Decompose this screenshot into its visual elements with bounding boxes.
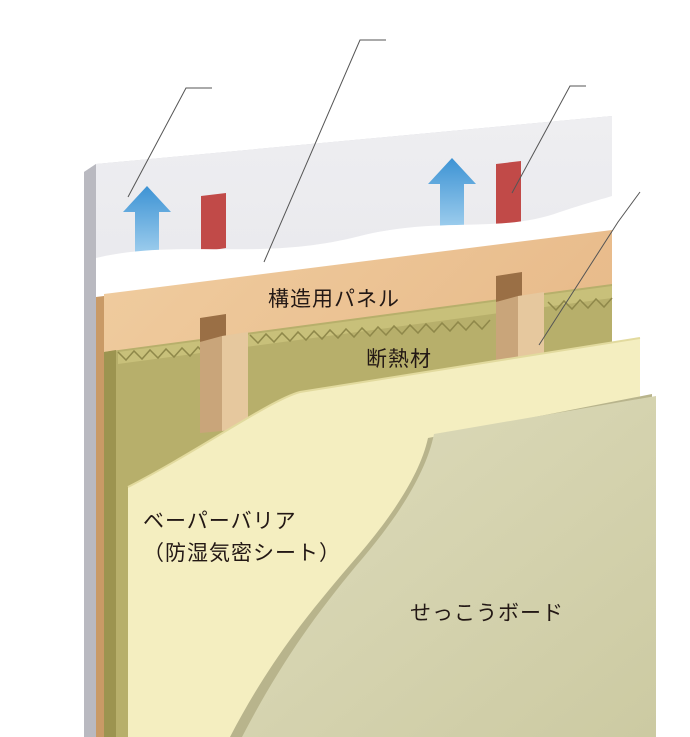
- label-gypsum-board: せっこうボード: [410, 601, 564, 625]
- leader-lines: [127, 39, 641, 346]
- label-structural-panel: 構造用パネル: [268, 287, 400, 311]
- stud: [496, 272, 544, 362]
- gypsum-board: [230, 394, 656, 737]
- air-flow-arrow: [123, 186, 171, 262]
- stud: [200, 314, 248, 433]
- label-vapor-barrier-line1: ベーパーバリア: [143, 509, 297, 533]
- label-insulation: 断熱材: [366, 347, 432, 371]
- red-vent-bar: [496, 161, 521, 228]
- label-vapor-barrier-line2: （防湿気密シート）: [143, 541, 341, 565]
- label-vapor-barrier: ベーパーバリア （防湿気密シート）: [143, 505, 341, 569]
- red-vent-bar: [201, 193, 226, 252]
- air-flow-arrow: [428, 158, 476, 236]
